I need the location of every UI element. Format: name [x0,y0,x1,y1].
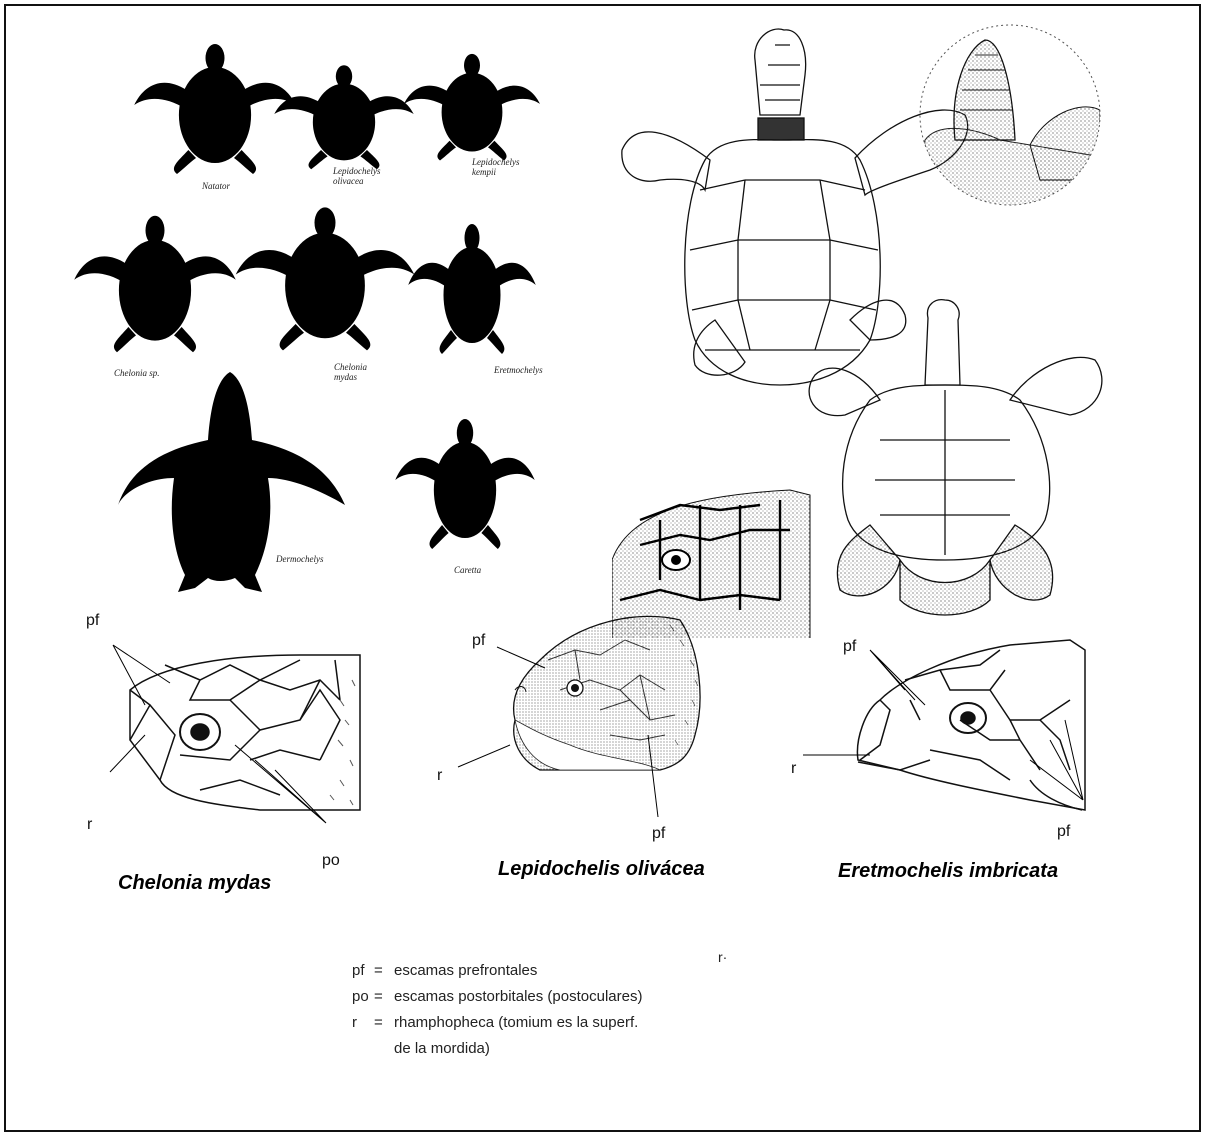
legend-row-r: r=rhamphopheca (tomium es la superf. [352,1010,642,1036]
legend-row-po: po=escamas postorbitales (postoculares) [352,984,642,1010]
label-pf-bottom-eretmochelis: pf [1057,823,1070,841]
legend-row-pf: pf=escamas prefrontales [352,958,642,984]
stray-mark: r· [718,949,727,965]
species-title-eretmochelis-imbricata: Eretmochelis imbricata [838,860,1058,883]
label-r-eretmochelis: r [791,760,796,778]
label-pf-eretmochelis: pf [843,638,856,656]
legend: pf=escamas prefrontales po=escamas posto… [352,958,642,1062]
legend-row-r-continued: de la mordida) [352,1036,642,1062]
